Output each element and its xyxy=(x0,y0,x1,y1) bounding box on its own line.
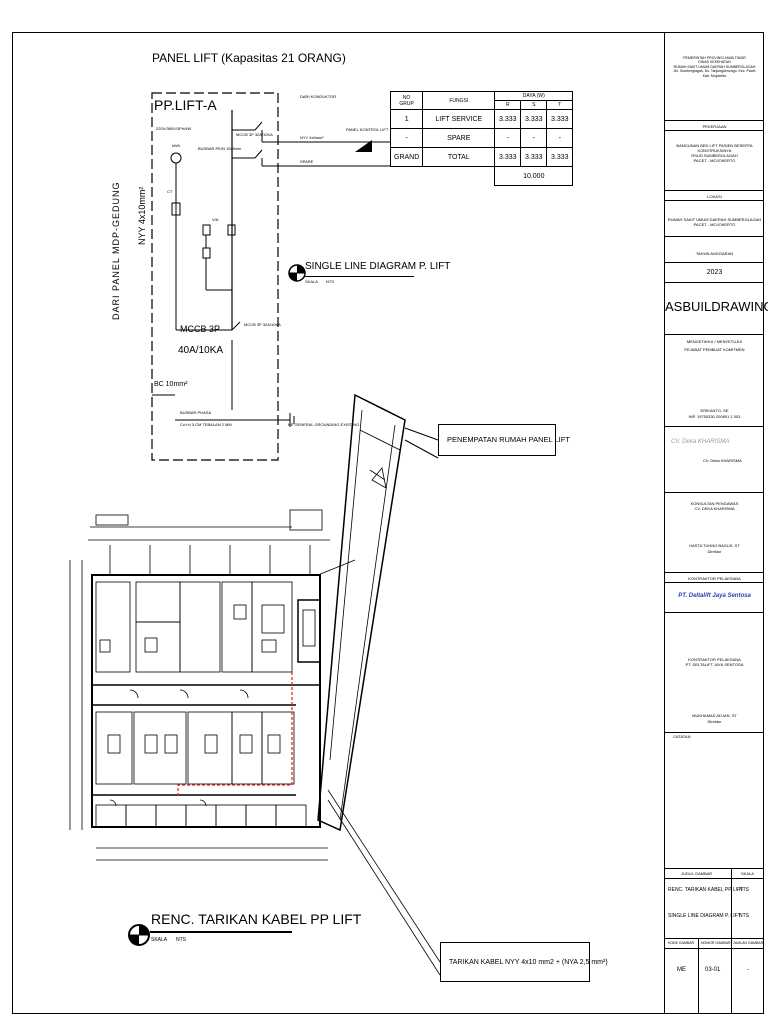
jumlah-value: - xyxy=(747,967,749,973)
busbar-label: BUSBAR PHASA xyxy=(180,410,212,415)
va-label: V/A xyxy=(212,217,219,222)
nomor-value: 03-01 xyxy=(705,967,721,973)
mccb-label: MCCB 3P 32A/10KA xyxy=(236,132,273,137)
konsultan-person: HASTA TUHNO BAGUS, ST xyxy=(689,543,740,548)
kode-value: ME xyxy=(677,967,686,973)
kwh-label: kWh xyxy=(172,143,180,148)
ppk-nip: NIP. 19750330 200801 1 003 xyxy=(688,414,741,419)
busbar-rating: CuYxl 3 CM TEBALAN 2 MM xyxy=(180,422,232,427)
kontraktor-name: KONTRAKTOR PELAKSANA PT. DELTALIFT JAYA … xyxy=(685,657,744,667)
col-no: NO xyxy=(402,94,411,101)
ct-label: CT xyxy=(167,189,173,194)
judul-label: JUDUL GAMBAR xyxy=(681,871,713,876)
kontraktor-logo: PT. Deltalift Jaya Sentosa xyxy=(678,593,751,599)
title-block: PEMERINTAH PROVINSI JAWA TIMUR DINAS KES… xyxy=(664,32,768,1014)
callout-tarikan: TARIKAN KABEL NYY 4x10 mm2 + (NYA 2,5 mm… xyxy=(440,942,608,982)
jumlah-label: JUMLAH GAMBAR xyxy=(733,941,764,945)
nyy-label: NYY 4x6mm² xyxy=(300,135,324,140)
status: ASBUILDRAWING xyxy=(665,299,768,314)
grand-total: 10.000 xyxy=(494,166,574,186)
panel-heading: PANEL LIFT (Kapasitas 21 ORANG) xyxy=(152,51,346,65)
owner-block: PEMERINTAH PROVINSI JAWA TIMUR DINAS KES… xyxy=(673,56,756,78)
breaker-main-side: MCCB 3P 32A/10KA xyxy=(244,322,281,327)
ppk-name: ERIKANTO, SE xyxy=(700,408,729,413)
callout-penempatan: PENEMPATAN RUMAH PANEL LIFT xyxy=(438,424,570,456)
plan-nts: NTS xyxy=(176,937,186,943)
skala-row-1: NTS xyxy=(739,887,749,893)
pekerjaan-text: BANGUNAN BED LIFT PASIEN BESERTA KONSTRU… xyxy=(676,143,753,163)
drawing-sheet xyxy=(12,32,764,1014)
catatan-label: CATATAN xyxy=(673,734,691,739)
judul-row-2: SINGLE LINE DIAGRAM P. LIFT xyxy=(668,913,741,919)
kabel-konduktor-label: DARI KONDUKTOR xyxy=(300,94,337,99)
pekerjaan-label: PEKERJAAN xyxy=(702,124,727,129)
plan-marker-icon xyxy=(128,924,150,946)
signature-firm: CV. Deka KHARISMA xyxy=(703,458,742,463)
breaker-main: MCCB 3P xyxy=(180,324,221,334)
skala-row-2: NTS xyxy=(739,913,749,919)
plan-skala: SKALA xyxy=(151,937,168,943)
konsultan-role: Direktur xyxy=(707,549,722,554)
skala-label: SKALA xyxy=(741,871,754,876)
panel-name: PP.LIFT-A xyxy=(154,97,217,113)
sld-title-underline xyxy=(304,276,414,277)
tahun-label: TAHUN ANGGARAN xyxy=(695,251,734,256)
tahun: 2023 xyxy=(706,269,723,276)
lokasi-label: LOKASI xyxy=(707,194,722,199)
section-marker-icon xyxy=(288,264,306,282)
kontraktor-label: KONTRAKTOR PELAKSANA xyxy=(688,576,741,581)
kontraktor-role: Direktur xyxy=(707,719,722,724)
kontraktor-person: MUKHAMAD ADJAN, ST xyxy=(692,713,737,718)
busbar-pe-label: BUSBAR PE/N 15x5mm xyxy=(198,146,242,151)
sld-skala: SKALA xyxy=(305,279,318,284)
bc-cable: BC 10mm² xyxy=(154,381,188,388)
judul-row-1: RENC. TARIKAN KABEL PP LIFT xyxy=(668,887,744,893)
signature-script: CV. Deka KHARISMA xyxy=(671,439,730,445)
control-panel-label: PANEL KONTROL LIFT xyxy=(346,127,389,132)
panel-supply: 220V/380V/3Ph/4W xyxy=(156,126,192,131)
sld-title: SINGLE LINE DIAGRAM P. LIFT xyxy=(305,261,451,272)
plan-title: RENC. TARIKAN KABEL PP LIFT xyxy=(151,911,362,927)
kode-label: KODE GAMBAR xyxy=(668,941,695,945)
spare-line-label: SPARE xyxy=(300,159,314,164)
grounding-label: KE GENERAL GROUNDING EXISTING xyxy=(288,422,360,427)
mengetahui: MENGETAHUI / MENYETUJUI xyxy=(686,339,743,344)
breaker-main-rating: 40A/10KA xyxy=(178,345,224,356)
nomor-label: NOMOR GAMBAR xyxy=(701,941,731,945)
sld-nts: NTS xyxy=(326,279,334,284)
plan-title-underline xyxy=(150,931,292,933)
ppk-label: PEJABAT PEMBUAT KOMITMEN xyxy=(684,347,745,352)
lokasi-text: RUMAH SAKIT UMUM DAERAH SUMBERGLAGAH PAC… xyxy=(667,217,762,227)
konsultan-label: KONSULTAN PENGAWAS CV. DEKA KHARISMA xyxy=(690,501,739,511)
col-group: GRUP xyxy=(399,100,414,107)
